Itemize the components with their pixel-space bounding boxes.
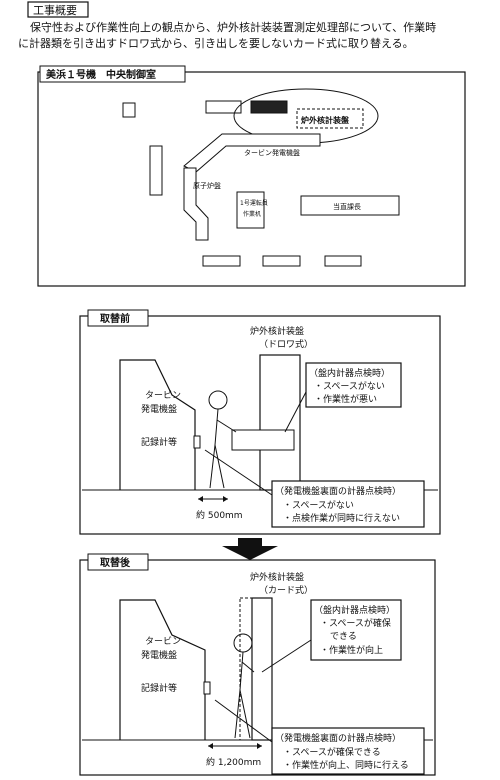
floor-plan-title-box [39, 65, 186, 83]
before-panel-label-2: （ドロワ式） [259, 338, 313, 350]
before-inner-item-1: ・スペースがない [314, 380, 385, 392]
before-recorder [193, 435, 201, 449]
after-inner-item-1b: できる [330, 631, 357, 642]
after-distance-arrow-left [208, 743, 213, 749]
before-section: 取替前 炉外核計装盤 （ドロワ式） タービン 発電機盤 記録計等 （盤内計器点検… [79, 309, 441, 535]
before-turbine-label-1: タービン [145, 390, 181, 401]
before-title: 取替前 [100, 312, 130, 325]
shift-chief-label: 当直課長 [333, 202, 361, 211]
bottom-panel-3 [324, 255, 362, 267]
before-title-box [87, 309, 149, 327]
floor-plan-title: 美浜１号機 中央制御室 [46, 68, 156, 81]
after-section: 取替後 炉外核計装盤 （カード式） タービン 発電機盤 記録計等 （盤内計器点検… [79, 553, 436, 776]
before-worker-figure [208, 390, 237, 489]
after-title: 取替後 [100, 556, 131, 569]
after-back-pointer [214, 699, 273, 743]
operator-desk [236, 191, 265, 229]
summary-label: 工事概要 [33, 4, 77, 17]
after-worker-figure [233, 633, 255, 739]
before-instrument-panel [259, 354, 301, 491]
before-drawer [231, 429, 295, 451]
after-panel-label-2: （カード式） [259, 584, 313, 596]
after-inner-item-2: ・作業性が向上 [320, 644, 383, 656]
after-recorder-label: 記録計等 [141, 682, 177, 694]
summary-section: 工事概要 保守性および作業性向上の観点から、炉外核計装装置測定処理部について、作… [18, 1, 436, 50]
summary-line-2: に計器類を引き出すドロワ式から、引き出しを要しないカード式に取り替える。 [18, 36, 414, 50]
after-distance-arrow-right [257, 743, 262, 749]
before-inner-item-2: ・作業性が悪い [314, 393, 377, 405]
after-title-box [87, 553, 149, 571]
shift-chief-desk [300, 195, 400, 216]
after-back-heading: （発電機盤裏面の計器点検時） [275, 732, 401, 744]
before-turbine-console [119, 359, 196, 490]
transition-arrow-icon [222, 538, 278, 560]
nuclear-instrument-panel-plan [250, 100, 288, 114]
before-back-heading: （発電機盤裏面の計器点検時） [275, 485, 401, 497]
before-recorder-label: 記録計等 [141, 436, 177, 448]
before-distance-arrow-right [223, 496, 228, 502]
before-back-item-1: ・スペースがない [283, 499, 354, 511]
bottom-panel-2 [262, 255, 301, 267]
after-turbine-console [119, 599, 206, 740]
before-back-pointer [204, 449, 273, 496]
after-back-item-1: ・スペースが確保できる [283, 746, 381, 758]
before-inner-heading: （盤内計器点検時） [309, 367, 390, 379]
before-panel-label-1: 炉外核計装盤 [250, 325, 304, 337]
operator-desk-label-1: 1号運転員 [240, 199, 268, 207]
after-instrument-panel [251, 597, 273, 741]
before-back-item-2: ・点検作業が同時に行えない [283, 512, 400, 524]
floor-plan: 美浜１号機 中央制御室 炉外核計装盤 タービン発電機盤 原子炉盤 1号運転員 作… [37, 65, 466, 287]
after-inner-pointer [261, 639, 312, 673]
after-panel-label-1: 炉外核計装盤 [250, 571, 304, 583]
summary-line-1: 保守性および作業性向上の観点から、炉外核計装装置測定処理部について、作業時 [30, 20, 436, 34]
after-distance-label: 約 1,200mm [206, 756, 261, 768]
left-vertical-panel [149, 145, 163, 196]
before-inner-pointer [284, 391, 307, 433]
before-back-check-box [271, 480, 425, 528]
after-turbine-label-2: 発電機盤 [141, 649, 177, 661]
before-inner-check-box [305, 362, 402, 408]
reactor-panel-label: 原子炉盤 [193, 181, 221, 190]
before-turbine-label-2: 発電機盤 [141, 403, 177, 415]
summary-label-box [27, 1, 89, 18]
after-inner-check-box [310, 599, 402, 661]
panel-callout-label: 炉外核計装盤 [301, 115, 350, 125]
turbine-panel-plan-label: タービン発電機盤 [244, 148, 300, 157]
before-distance-arrow-left [198, 496, 203, 502]
after-turbine-label-1: タービン [145, 636, 181, 647]
bottom-panel-1 [202, 255, 241, 267]
panel-callout-box [296, 108, 364, 129]
after-recorder [203, 681, 211, 695]
top-panel-left [205, 100, 242, 114]
after-inner-heading: （盤内計器点検時） [314, 604, 395, 616]
operator-desk-label-2: 作業机 [243, 210, 261, 218]
after-back-item-2: ・作業性が向上、同時に行える [283, 759, 409, 771]
small-panel-nw [122, 102, 136, 118]
before-distance-label: 約 500mm [196, 509, 243, 521]
after-inner-item-1: ・スペースが確保 [320, 617, 391, 629]
after-back-check-box [271, 727, 425, 775]
